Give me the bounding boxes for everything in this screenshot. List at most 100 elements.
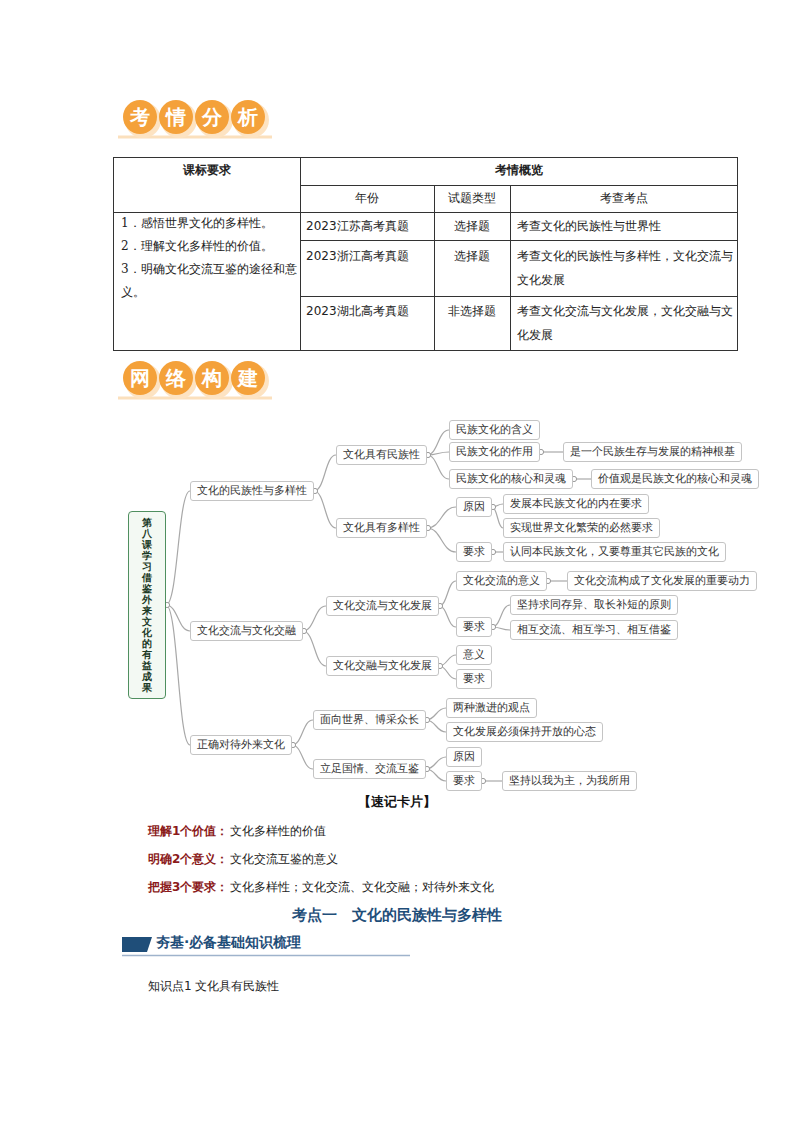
topic-text: 价值观是民族文化的核心和灵魂: [598, 472, 752, 486]
branch-connector: [492, 507, 503, 528]
topic-box: 价值观是民族文化的核心和灵魂: [591, 469, 759, 489]
card-title: 【速记卡片】: [0, 790, 794, 814]
topic-box: 民族文化的核心和灵魂: [449, 469, 573, 489]
topic-box: 正确对待外来文化: [190, 735, 292, 755]
topic-box: 实现世界文化繁荣的必然要求: [503, 518, 660, 538]
topic-box: 要求: [456, 669, 492, 689]
topic-text: 文化具有民族性: [343, 448, 420, 462]
section-heading: 考点一 文化的民族性与多样性: [0, 903, 794, 927]
topic-box: 民族文化的作用: [449, 442, 540, 462]
topic-text: 文化交融与文化发展: [333, 659, 432, 673]
branch-connector: [427, 507, 456, 528]
topic-box: 面向世界、博采众长: [313, 710, 426, 730]
table-cell: 2．理解文化多样性的价值。: [121, 235, 297, 258]
topic-text: 民族文化的核心和灵魂: [456, 472, 566, 486]
topic-box: 两种激进的观点: [446, 698, 537, 718]
table-cell: 选择题: [434, 244, 510, 268]
table-cell: 2023浙江高考真题: [306, 244, 432, 268]
topic-box: 要求: [456, 542, 492, 562]
topic-text: 民族文化的含义: [456, 423, 533, 437]
topic-text: 民族文化的作用: [456, 445, 533, 459]
topic-text: 要求: [463, 620, 485, 634]
topic-text: 文化交流与文化交融: [197, 624, 296, 638]
table-grid: [113, 157, 738, 351]
banner-title: 考情分析: [130, 107, 274, 127]
topic-text: 认同本民族文化，又要尊重其它民族的文化: [510, 545, 719, 559]
topic-text: 文化具有多样性: [343, 521, 420, 535]
card-key: 明确2个意义：: [148, 847, 228, 871]
topic-box: 意义: [456, 645, 492, 665]
table-cell: 考查文化的民族性与世界性: [517, 214, 733, 238]
topic-text: 文化发展必须保持开放的心态: [453, 725, 596, 739]
table-cell: 考查文化的民族性与多样性，文化交流与文化发展: [517, 244, 733, 292]
topic-text: 面向世界、博采众长: [320, 713, 419, 727]
topic-text: 要求: [453, 774, 475, 788]
branch-connector: [166, 491, 190, 605]
topic-box: 文化交流的意义: [456, 571, 547, 591]
topic-box: 立足国情、交流互鉴: [313, 759, 426, 779]
table-header: 试题类型: [434, 186, 510, 210]
card-value: 文化交流互鉴的意义: [230, 847, 338, 871]
table-header: 考查考点: [510, 186, 737, 210]
branch-connector: [439, 581, 456, 606]
topic-box: 民族文化的含义: [449, 420, 540, 440]
branch-connector: [166, 605, 190, 745]
table-header: 考情概览: [300, 158, 737, 182]
table-cell: 1．感悟世界文化的多样性。: [121, 212, 297, 235]
topic-box: 发展本民族文化的内在要求: [503, 494, 649, 514]
table-header: 课标要求: [113, 158, 300, 182]
topic-text: 是一个民族生存与发展的精神根基: [570, 445, 735, 459]
branch-connector: [439, 606, 456, 627]
table-cell: 非选择题: [434, 299, 510, 323]
topic-text: 文化交流构成了文化发展的重要动力: [574, 574, 750, 588]
topic-text: 两种激进的观点: [453, 701, 530, 715]
topic-text: 坚持以我为主，为我所用: [509, 774, 630, 788]
card-key: 把握3个要求：: [148, 875, 228, 899]
branch-connector: [427, 430, 449, 455]
branch-connector: [314, 455, 336, 491]
table-cell: 考查文化交流与文化发展，文化交融与文化发展: [517, 299, 733, 347]
topic-text: 第八课 学习借鉴外来文化的有益成果: [142, 517, 152, 693]
topic-box: 文化交流构成了文化发展的重要动力: [567, 571, 757, 591]
topic-box: 文化交融与文化发展: [326, 656, 439, 676]
table-cell: 3．明确文化交流互鉴的途径和意义。: [121, 258, 297, 304]
topic-box: 相互交流、相互学习、相互借鉴: [510, 620, 678, 640]
table-header: 年份: [300, 186, 434, 210]
table-cell: 2023湖北高考真题: [306, 299, 432, 323]
section-subheading: 夯基·必备基础知识梳理: [156, 932, 301, 952]
topic-box: 原因: [446, 747, 482, 767]
branch-connector: [427, 455, 449, 479]
topic-box: 要求: [446, 771, 482, 791]
knowledge-point: 知识点1 文化具有民族性: [148, 974, 279, 998]
topic-text: 意义: [463, 648, 485, 662]
topic-text: 文化交流与文化发展: [333, 599, 432, 613]
topic-box: 文化交流与文化交融: [190, 621, 303, 641]
topic-box: 文化具有多样性: [336, 518, 427, 538]
branch-connector: [314, 491, 336, 528]
topic-text: 相互交流、相互学习、相互借鉴: [517, 623, 671, 637]
topic-text: 发展本民族文化的内在要求: [510, 497, 642, 511]
topic-box: 是一个民族生存与发展的精神根基: [563, 442, 742, 462]
topic-text: 原因: [453, 750, 475, 764]
banner-title: 网络构建: [130, 368, 274, 388]
topic-box: 文化发展必须保持开放的心态: [446, 722, 603, 742]
topic-text: 原因: [463, 500, 485, 514]
branch-connector: [492, 605, 510, 627]
topic-text: 实现世界文化繁荣的必然要求: [510, 521, 653, 535]
topic-box: 要求: [456, 617, 492, 637]
topic-text: 文化交流的意义: [463, 574, 540, 588]
topic-box: 原因: [456, 497, 492, 517]
topic-text: 立足国情、交流互鉴: [320, 762, 419, 776]
branch-connector: [303, 631, 326, 666]
topic-text: 文化的民族性与多样性: [197, 484, 307, 498]
branch-connector: [292, 720, 313, 745]
topic-box: 坚持求同存异、取长补短的原则: [510, 595, 678, 615]
card-value: 文化多样性的价值: [230, 819, 326, 843]
branch-connector: [303, 606, 326, 631]
topic-text: 要求: [463, 545, 485, 559]
topic-box: 坚持以我为主，为我所用: [502, 771, 637, 791]
topic-text: 正确对待外来文化: [197, 738, 285, 752]
topic-box: 认同本民族文化，又要尊重其它民族的文化: [503, 542, 726, 562]
branch-connector: [427, 528, 456, 552]
